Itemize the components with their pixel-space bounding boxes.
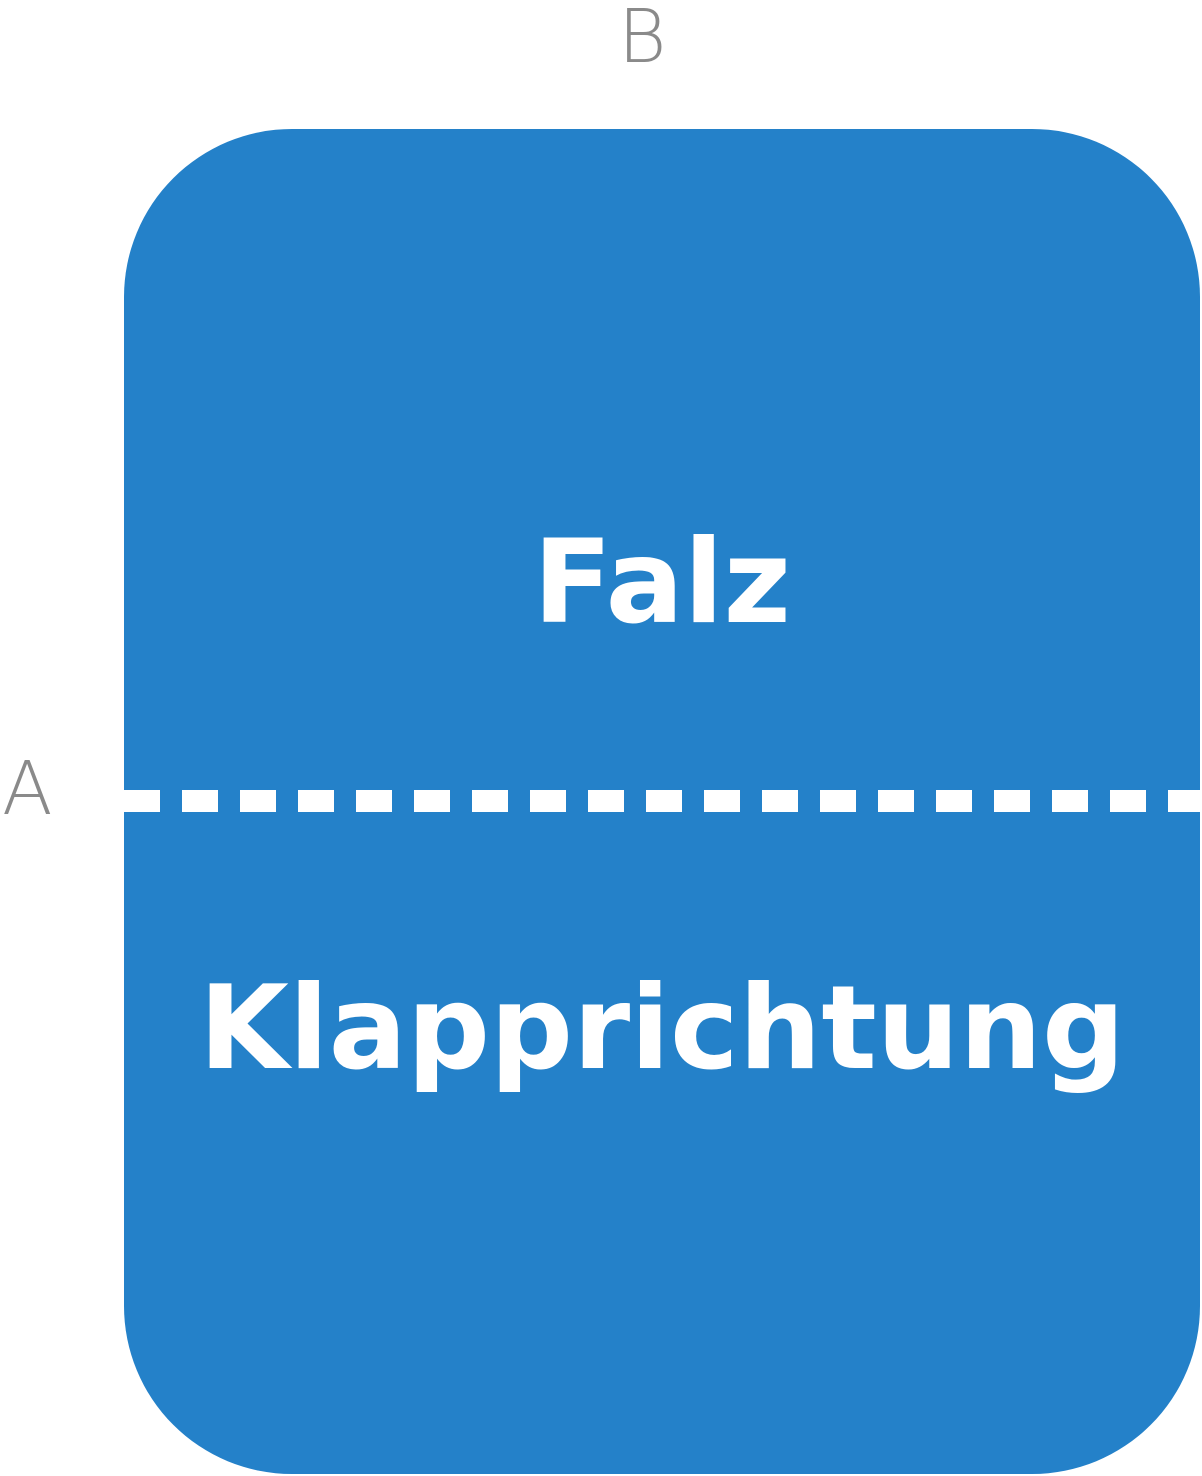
fold-line-dashed [124,790,1202,812]
fold-label: Falz [533,515,791,650]
dimension-label-a: A [2,746,53,832]
fold-direction-label: Klapprichtung [199,961,1125,1096]
dimension-label-b: B [618,0,667,80]
